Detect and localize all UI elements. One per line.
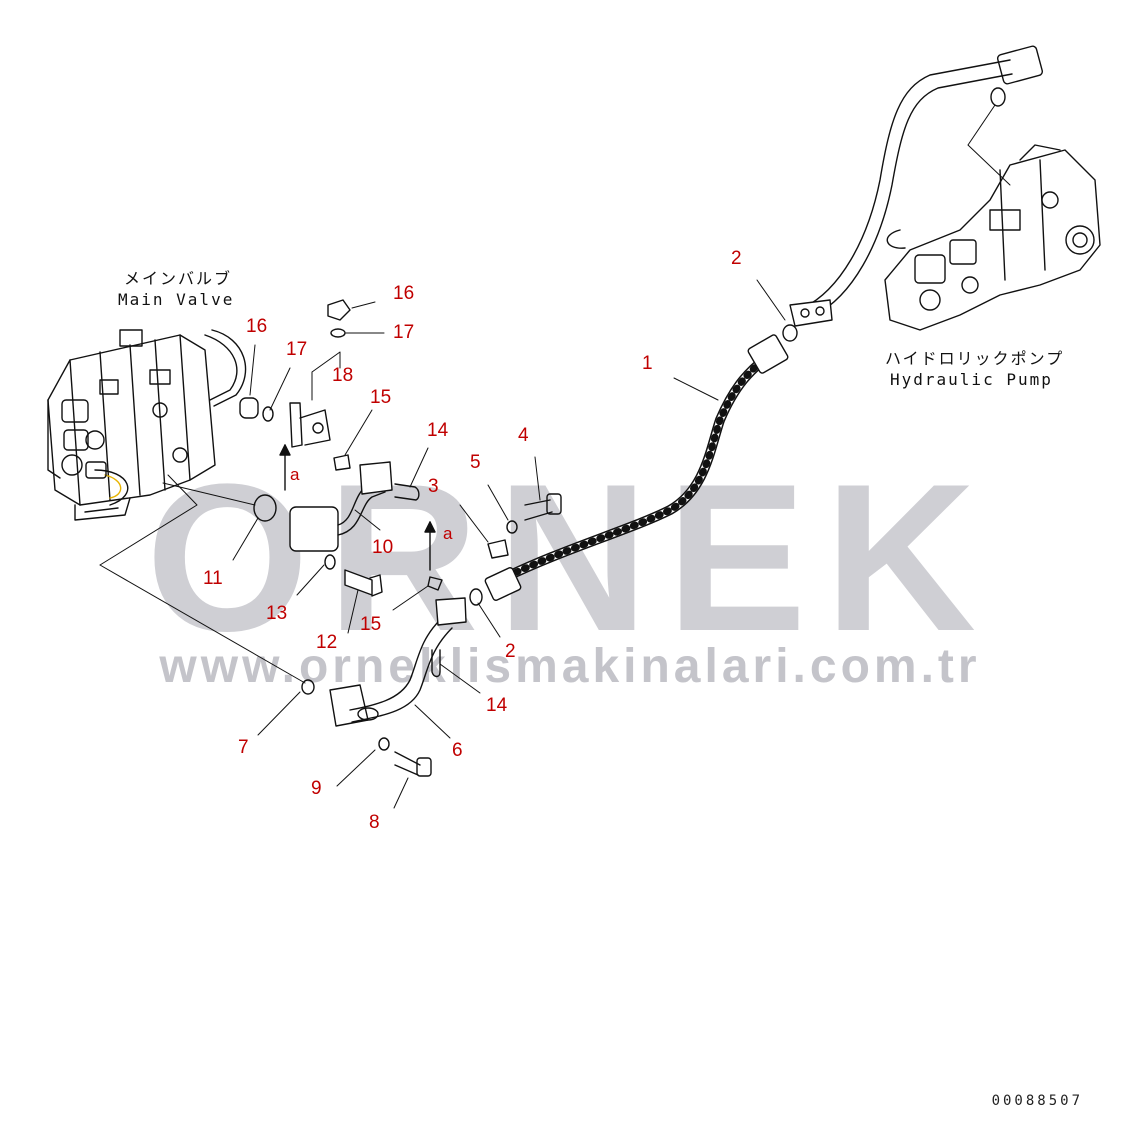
callout-14: 14 [427,420,449,441]
callout-2: 2 [505,641,516,662]
callout-14: 14 [486,695,508,716]
callout-16: 16 [393,283,415,304]
callout-6: 6 [452,740,463,761]
document-number: 00088507 [991,1093,1083,1109]
callout-15: 15 [360,614,382,635]
pump-label-jp: ハイドロリックポンプ [885,349,1065,368]
main-valve-label-jp: メインバルブ [124,269,233,288]
callout-3: 3 [428,476,439,497]
main-valve-drawing [47,329,247,521]
hydraulic-pump-drawing [884,144,1101,331]
callout-17: 17 [393,322,415,343]
callout-2: 2 [731,248,742,269]
leader-lines [99,104,1011,809]
main-valve-label-en: Main Valve [118,290,235,309]
callout-7: 7 [238,737,249,758]
arrow-a-label: a [290,465,300,484]
callout-4: 4 [518,425,529,446]
callout-18: 18 [332,365,354,386]
callout-5: 5 [470,452,481,473]
callout-15: 15 [370,387,392,408]
arrow-a-label: a [443,524,453,543]
callout-11: 11 [203,568,223,589]
callout-16: 16 [246,316,268,337]
callout-9: 9 [311,778,322,799]
direction-arrows [279,444,436,571]
callout-12: 12 [316,632,338,653]
hose-drawing [484,324,798,601]
callout-8: 8 [369,812,380,833]
hardware-drawing [239,299,562,777]
callout-17: 17 [286,339,308,360]
pump-label-en: Hydraulic Pump [890,370,1053,389]
pipe-10-drawing [289,461,420,552]
pump-pipe-drawing [789,45,1044,327]
callout-13: 13 [266,603,288,624]
callout-10: 10 [372,537,394,558]
callout-1: 1 [642,353,653,374]
pipe-6-drawing [329,597,467,727]
